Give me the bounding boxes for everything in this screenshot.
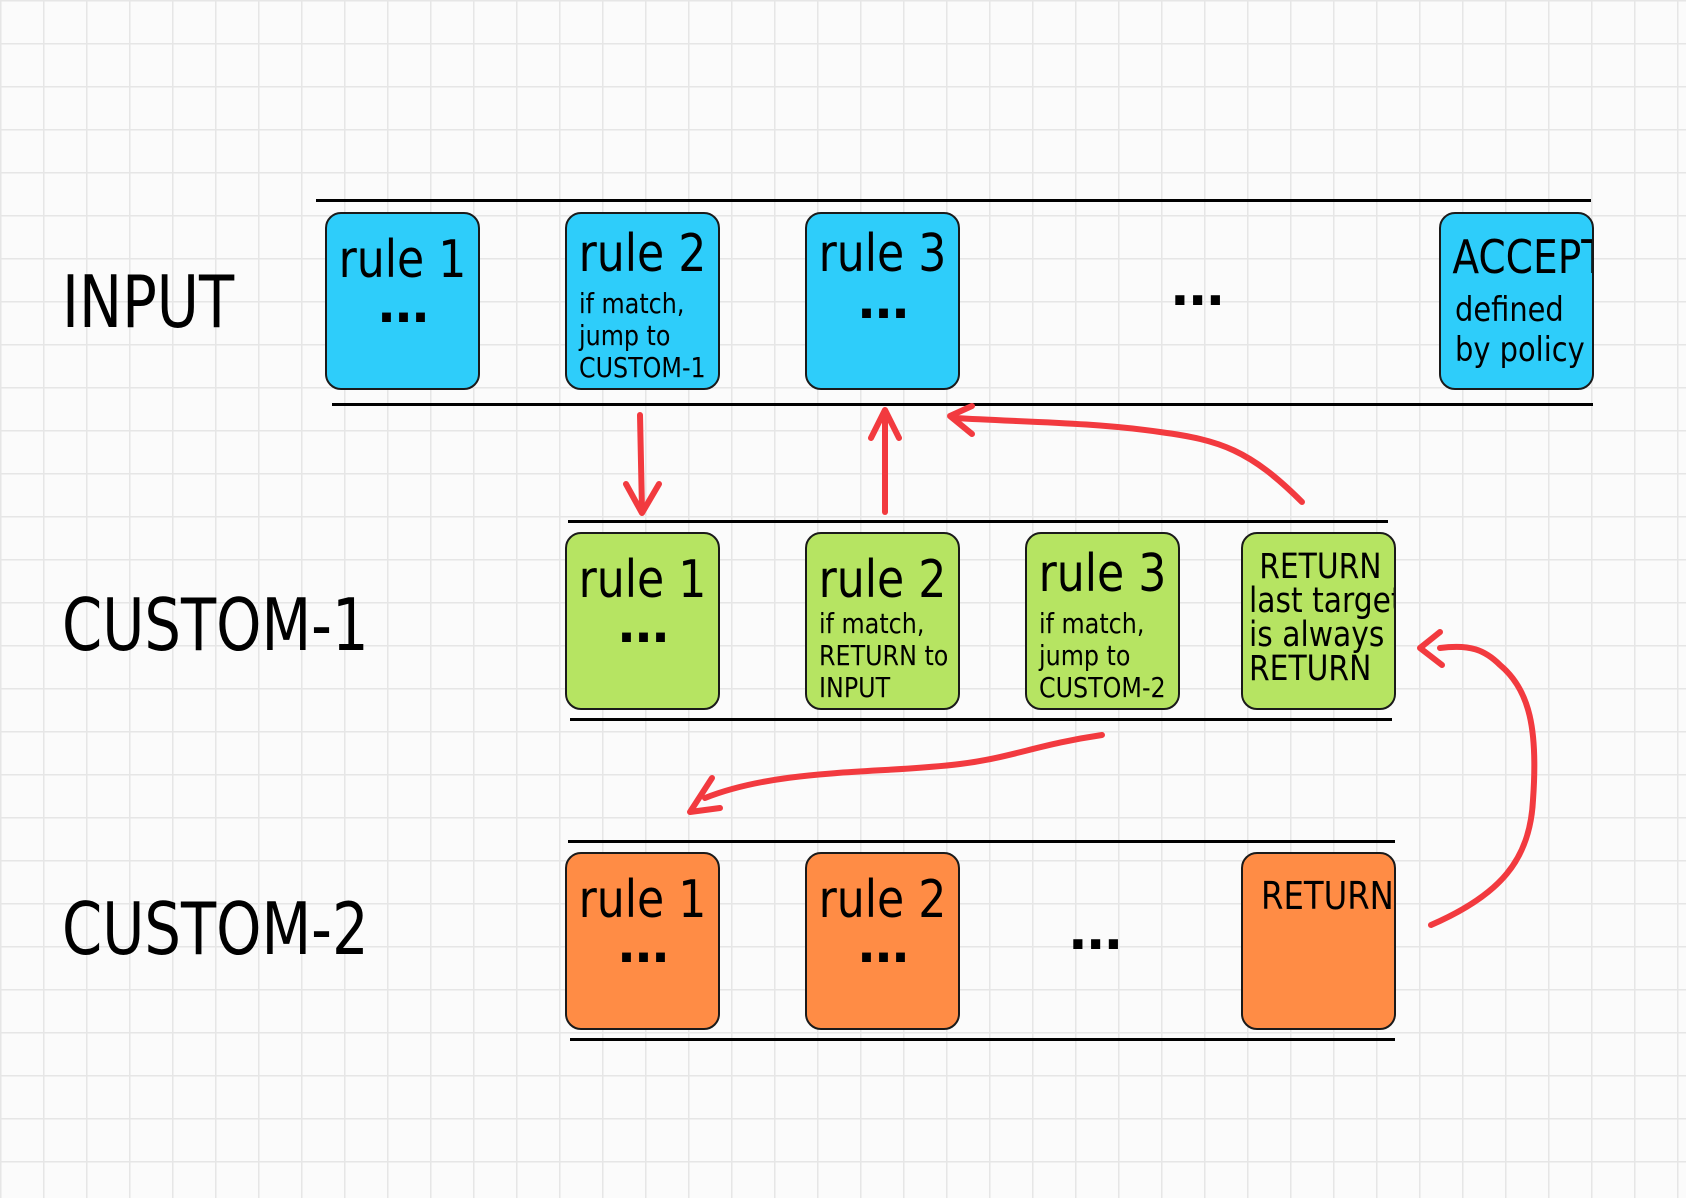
rule-description: if match, RETURN to INPUT: [819, 607, 958, 704]
rule-title: rule 2: [578, 224, 707, 284]
policy-title: ACCEPT: [1452, 230, 1594, 284]
custom-1-rule-1-box: rule 1 ...: [565, 532, 720, 710]
return-description-line: is always: [1249, 615, 1385, 655]
policy-description-line: by policy: [1455, 330, 1585, 370]
custom-2-top-rail: [568, 840, 1395, 843]
ellipsis-icon: ...: [617, 596, 670, 654]
rule-title: rule 3: [818, 224, 947, 284]
custom-1-rule-2-box: rule 2 if match, RETURN to INPUT: [805, 532, 960, 710]
return-description-line: RETURN: [1249, 649, 1372, 689]
ellipsis-icon: ...: [617, 916, 670, 974]
custom-1-return-box: RETURN last target is always RETURN: [1241, 532, 1396, 710]
chain-label-input: INPUT: [62, 260, 235, 344]
ellipsis-icon: ...: [377, 276, 430, 334]
rule-title: rule 1: [578, 870, 707, 930]
rule-description-line: RETURN to: [819, 639, 949, 672]
input-rule-1-box: rule 1 ...: [325, 212, 480, 390]
custom-1-top-rail: [568, 520, 1388, 523]
return-description-line: RETURN: [1259, 547, 1382, 587]
rule-description-line: if match,: [1039, 607, 1145, 640]
input-top-rail: [316, 199, 1591, 202]
input-policy-box: ACCEPT defined by policy: [1439, 212, 1594, 390]
rule-title: rule 2: [818, 550, 947, 610]
custom-2-rule-1-box: rule 1 ...: [565, 852, 720, 1030]
return-title: RETURN: [1261, 874, 1394, 918]
custom-2-return-box: RETURN: [1241, 852, 1396, 1030]
return-description: RETURN last target is always RETURN: [1249, 547, 1396, 689]
custom-2-rule-2-box: rule 2 ...: [805, 852, 960, 1030]
rule-title: rule 1: [578, 550, 707, 610]
policy-description-line: defined: [1455, 290, 1564, 330]
rule-title: rule 3: [1038, 544, 1167, 604]
arrow-head-custom-2-return-to-custom-1: [1417, 629, 1445, 668]
custom-1-bottom-rail: [570, 718, 1392, 721]
rule-description-line: CUSTOM-2: [1039, 671, 1166, 704]
rule-title: rule 2: [818, 870, 947, 930]
policy-description: defined by policy: [1455, 290, 1592, 370]
rule-description: if match, jump to CUSTOM-2: [1039, 607, 1178, 704]
rule-description: if match, jump to CUSTOM-1: [579, 287, 718, 384]
input-rule-3-box: rule 3 ...: [805, 212, 960, 390]
rule-description-line: if match,: [579, 287, 685, 320]
arrow-jump-to-custom-2: [702, 732, 1105, 801]
input-more-rules-ellipsis: ...: [1170, 258, 1225, 318]
arrow-head-jump-to-custom-1: [623, 481, 662, 516]
custom-2-more-rules-ellipsis: ...: [1068, 902, 1123, 962]
return-description-line: last target: [1249, 581, 1396, 621]
input-rule-2-box: rule 2 if match, jump to CUSTOM-1: [565, 212, 720, 390]
rule-description-line: INPUT: [819, 671, 891, 704]
custom-2-bottom-rail: [570, 1038, 1395, 1041]
ellipsis-icon: ...: [857, 272, 910, 330]
chain-label-custom-2: CUSTOM-2: [62, 887, 369, 971]
rule-description-line: CUSTOM-1: [579, 351, 706, 384]
arrow-head-custom-1-return-to-input: [947, 403, 975, 437]
custom-1-rule-3-box: rule 3 if match, jump to CUSTOM-2: [1025, 532, 1180, 710]
arrow-head-jump-to-custom-2: [687, 775, 723, 815]
arrow-head-return-to-input: [868, 407, 902, 441]
arrow-custom-1-return-to-input: [952, 415, 1305, 505]
rule-title: rule 1: [338, 230, 467, 290]
input-bottom-rail: [332, 403, 1593, 406]
rule-description-line: jump to: [1039, 639, 1131, 672]
chain-label-custom-1: CUSTOM-1: [62, 583, 369, 667]
ellipsis-icon: ...: [857, 916, 910, 974]
arrow-jump-to-custom-1: [637, 412, 645, 513]
rule-description-line: jump to: [579, 319, 671, 352]
arrow-custom-2-return-to-custom-1: [1428, 643, 1538, 928]
rule-description-line: if match,: [819, 607, 925, 640]
